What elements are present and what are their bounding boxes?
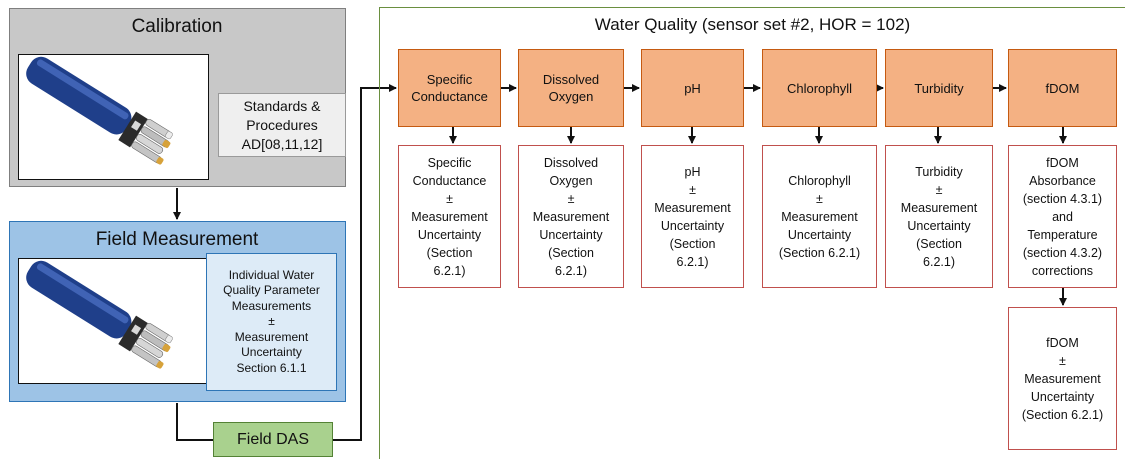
- sensor-dissolved-oxygen: Dissolved Oxygen: [518, 49, 624, 127]
- field-sonde-image: [26, 260, 173, 369]
- sensor-chlorophyll: Chlorophyll: [762, 49, 877, 127]
- output-chlorophyll: Chlorophyll ± Measurement Uncertainty (S…: [762, 145, 877, 288]
- field-sonde-photo: [18, 258, 209, 384]
- output-fdom-uncertainty: fDOM ± Measurement Uncertainty (Section …: [1008, 307, 1117, 450]
- water-quality-frame: [379, 7, 1125, 459]
- sonde-photo: [18, 54, 209, 180]
- individual-measurements-box: Individual Water Quality Parameter Measu…: [206, 253, 337, 391]
- output-fdom-corrections: fDOM Absorbance (section 4.3.1) and Temp…: [1008, 145, 1117, 288]
- water-quality-title: Water Quality (sensor set #2, HOR = 102): [594, 15, 911, 34]
- output-turbidity: Turbidity ± Measurement Uncertainty (Sec…: [885, 145, 993, 288]
- line-field-to-das: [176, 403, 213, 441]
- field-measurement-title: Field Measurement: [95, 229, 259, 250]
- sensor-ph: pH: [641, 49, 744, 127]
- calibration-panel: Calibration Standards & Procedures AD[08…: [9, 8, 346, 187]
- sensor-turbidity: Turbidity: [885, 49, 993, 127]
- output-specific-conductance: Specific Conductance ± Measurement Uncer…: [398, 145, 501, 288]
- arrow-das-to-wq: [333, 84, 397, 441]
- output-dissolved-oxygen: Dissolved Oxygen ± Measurement Uncertain…: [518, 145, 624, 288]
- output-ph: pH ± Measurement Uncertainty (Section 6.…: [641, 145, 744, 288]
- standards-procedures-box: Standards & Procedures AD[08,11,12]: [218, 93, 346, 157]
- sensor-fdom: fDOM: [1008, 49, 1117, 127]
- field-das-box: Field DAS: [213, 422, 333, 457]
- water-quality-sonde-image: [26, 56, 173, 165]
- sensor-specific-conductance: Specific Conductance: [398, 49, 501, 127]
- calibration-title: Calibration: [131, 16, 223, 37]
